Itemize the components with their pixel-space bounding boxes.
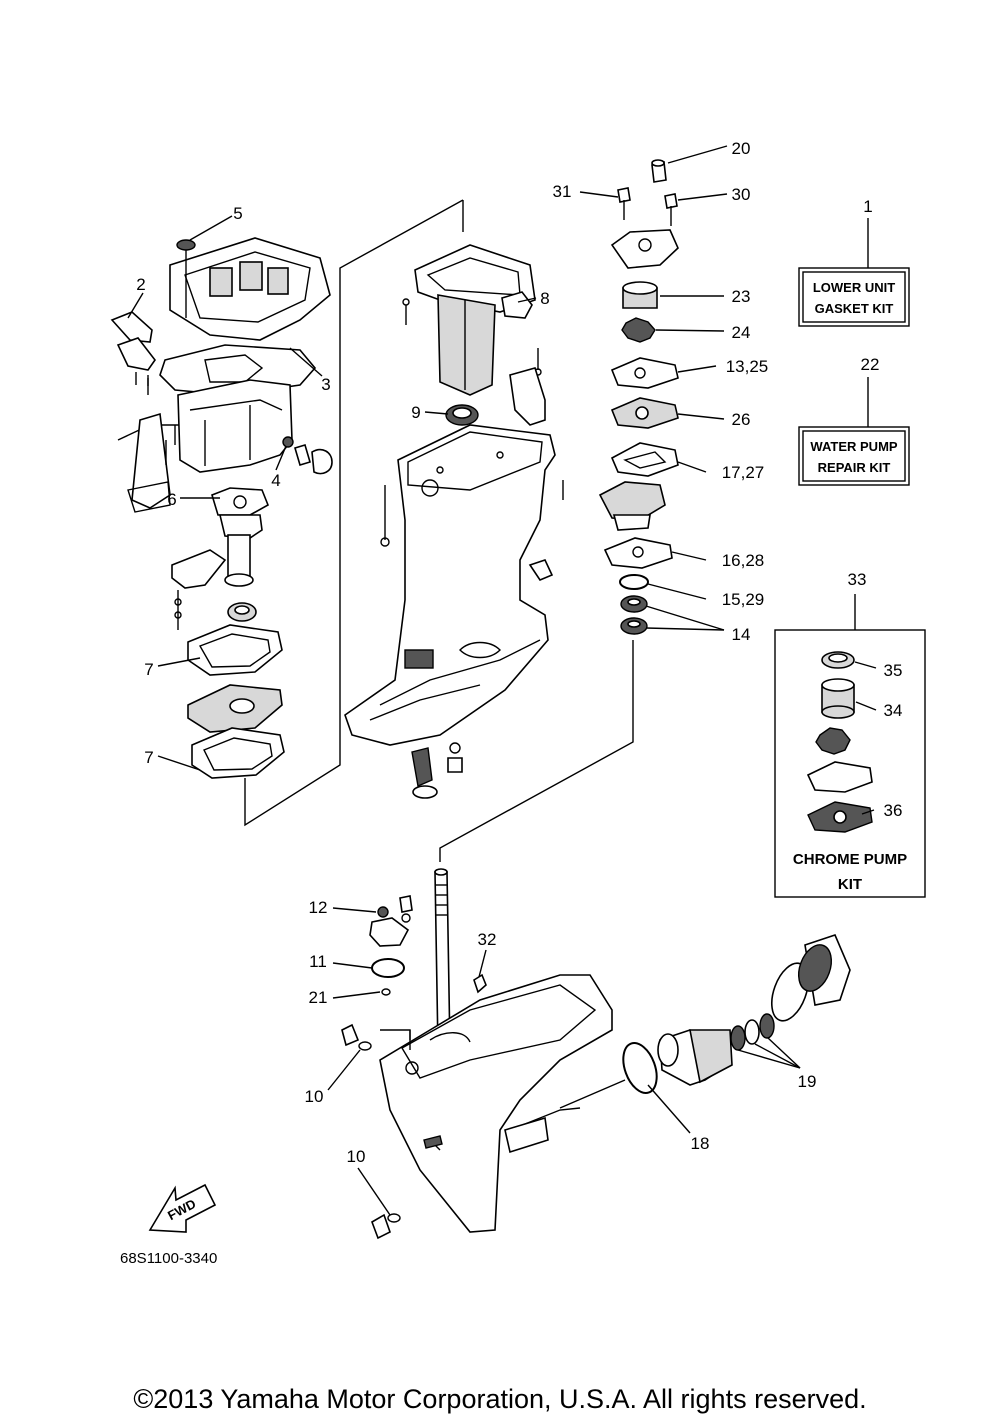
lower-unit-kit-line2: GASKET KIT (815, 301, 894, 316)
callout-36: 36 (884, 801, 903, 820)
callout-19: 19 (798, 1072, 817, 1091)
water-pump-kit-line1: WATER PUMP (810, 439, 897, 454)
callout-12: 12 (309, 898, 328, 917)
callout-10-top: 10 (305, 1087, 324, 1106)
callout-7-top: 7 (144, 660, 153, 679)
upper-casing-assembly (110, 237, 333, 779)
callout-10-bottom: 10 (347, 1147, 366, 1166)
callout-34: 34 (884, 701, 903, 720)
chrome-pump-kit: CHROME PUMP KIT (774, 594, 926, 898)
callout-2: 2 (136, 275, 145, 294)
callout-4: 4 (271, 471, 280, 490)
callout-21: 21 (309, 988, 328, 1007)
callout-24: 24 (732, 323, 751, 342)
lower-unit-assembly (341, 868, 851, 1240)
callout-15-29: 15,29 (722, 590, 765, 609)
callout-26: 26 (732, 410, 751, 429)
callout-13-25: 13,25 (726, 357, 769, 376)
callout-14: 14 (732, 625, 751, 644)
callout-9: 9 (411, 403, 420, 422)
callout-22: 22 (861, 355, 880, 374)
water-pump-kit-line2: REPAIR KIT (818, 460, 891, 475)
callout-31: 31 (553, 182, 572, 201)
callout-20: 20 (732, 139, 751, 158)
chrome-pump-kit-line2: KIT (838, 876, 862, 893)
lower-unit-gasket-kit: LOWER UNIT GASKET KIT (798, 218, 910, 327)
callout-8: 8 (540, 289, 549, 308)
callout-23: 23 (732, 287, 751, 306)
water-pump-stack (598, 159, 679, 635)
callout-11: 11 (309, 952, 327, 971)
callout-16-28: 16,28 (722, 551, 765, 570)
callout-17-27: 17,27 (722, 463, 765, 482)
callout-labels: 1 22 33 2 3 4 5 6 7 7 8 9 20 31 30 23 24… (136, 139, 902, 1166)
copyright-notice: ©2013 Yamaha Motor Corporation, U.S.A. A… (133, 1384, 867, 1414)
exhaust-guide-assembly (344, 244, 564, 799)
water-pump-repair-kit: WATER PUMP REPAIR KIT (798, 377, 910, 486)
callout-18: 18 (691, 1134, 710, 1153)
callout-35: 35 (884, 661, 903, 680)
callout-1: 1 (863, 197, 872, 216)
fwd-arrow: FWD (148, 1183, 217, 1233)
callout-33: 33 (848, 570, 867, 589)
part-code: 68S1100-3340 (120, 1250, 217, 1267)
part-5-washer (176, 239, 196, 251)
leader-lines (127, 145, 877, 1216)
lower-unit-kit-line1: LOWER UNIT (813, 280, 895, 295)
callout-32: 32 (478, 930, 497, 949)
callout-30: 30 (732, 185, 751, 204)
callout-3: 3 (321, 375, 330, 394)
callout-6: 6 (167, 490, 176, 509)
chrome-pump-kit-line1: CHROME PUMP (793, 851, 907, 868)
callout-7-bottom: 7 (144, 748, 153, 767)
callout-5: 5 (233, 204, 242, 223)
